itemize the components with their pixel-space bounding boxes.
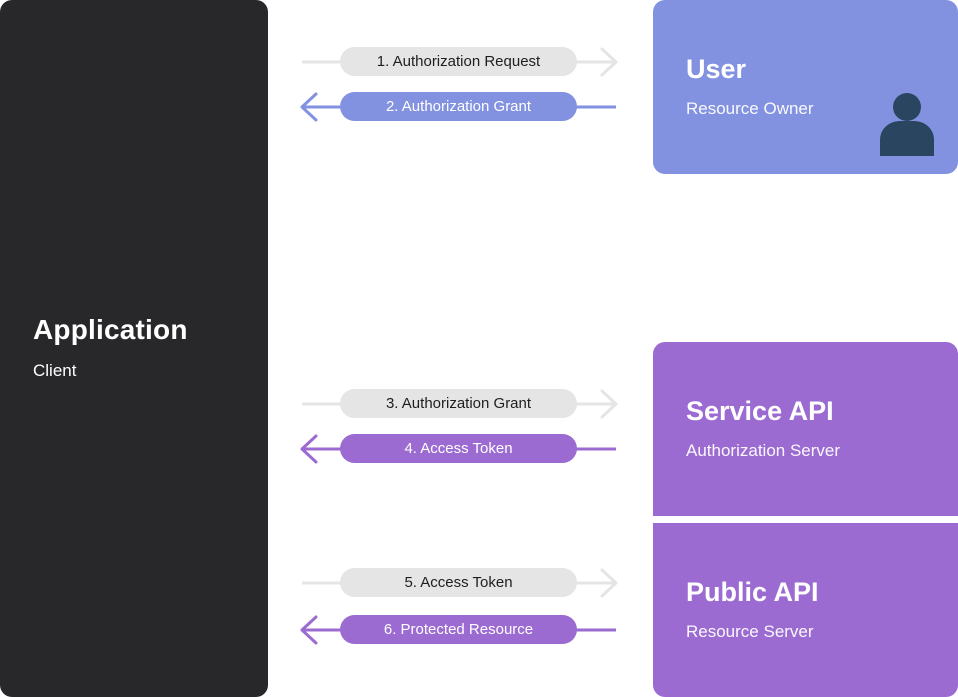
flow-access-token-from-server: 4. Access Token xyxy=(298,433,622,465)
application-subtitle: Client xyxy=(33,361,77,380)
service-api-subtitle: Authorization Server xyxy=(686,441,841,460)
service-api-title: Service API xyxy=(686,396,834,426)
flow-label: 5. Access Token xyxy=(340,568,577,597)
application-box: Application Client xyxy=(0,0,268,697)
service-api-box: Service API Authorization Server xyxy=(653,342,958,516)
flow-label: 3. Authorization Grant xyxy=(340,389,577,418)
flow-authorization-grant-to-server: 3. Authorization Grant xyxy=(298,388,622,420)
person-icon xyxy=(880,93,934,156)
flow-label: 4. Access Token xyxy=(340,434,577,463)
flow-protected-resource: 6. Protected Resource xyxy=(298,614,622,646)
flow-authorization-grant-from-user: 2. Authorization Grant xyxy=(298,91,622,123)
public-api-title: Public API xyxy=(686,577,819,607)
user-title: User xyxy=(686,54,747,84)
user-subtitle: Resource Owner xyxy=(686,99,814,118)
flow-label: 6. Protected Resource xyxy=(340,615,577,644)
flow-label: 1. Authorization Request xyxy=(340,47,577,76)
public-api-box: Public API Resource Server xyxy=(653,523,958,697)
user-box: User Resource Owner xyxy=(653,0,958,174)
flow-authorization-request: 1. Authorization Request xyxy=(298,46,622,78)
flow-label: 2. Authorization Grant xyxy=(340,92,577,121)
flow-access-token-to-resource-server: 5. Access Token xyxy=(298,567,622,599)
public-api-subtitle: Resource Server xyxy=(686,622,814,641)
application-title: Application xyxy=(33,314,188,345)
